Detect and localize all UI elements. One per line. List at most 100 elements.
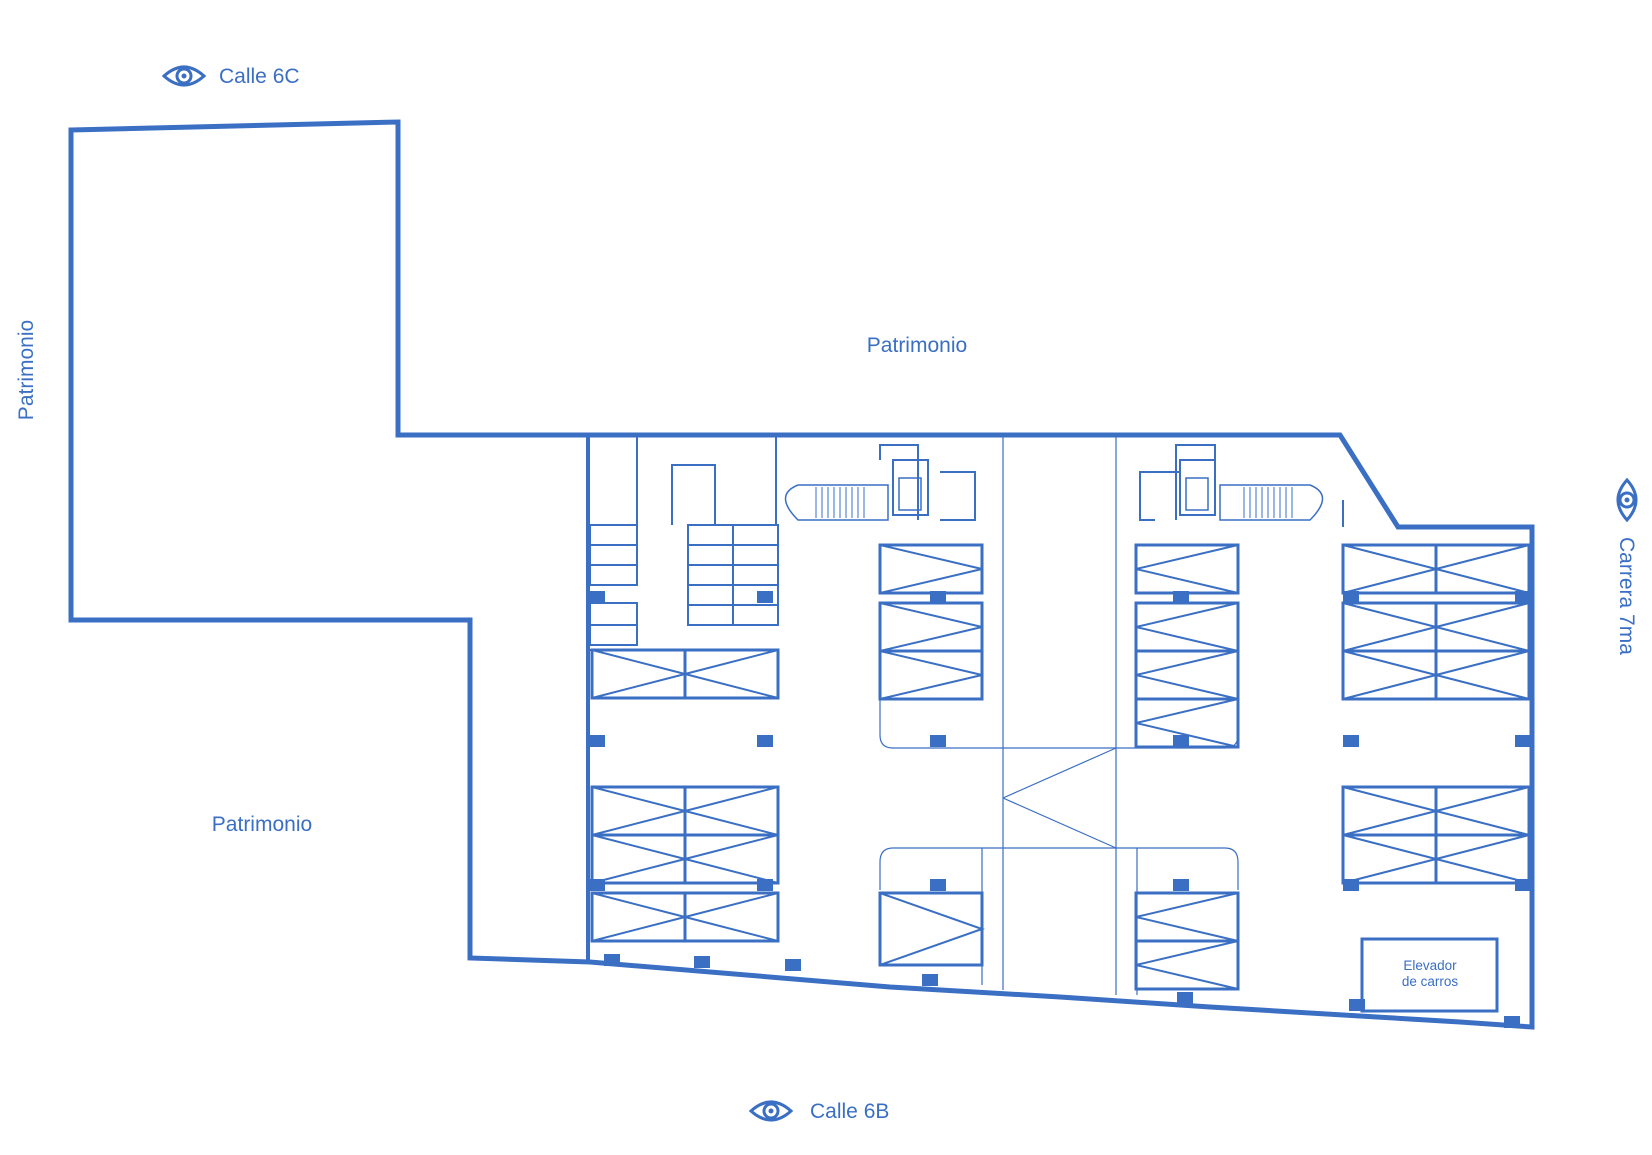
car-elevator-label-line2: de carros — [1402, 974, 1459, 989]
structural-column — [922, 974, 938, 986]
structural-column — [1515, 591, 1531, 603]
structural-column — [930, 735, 946, 747]
car-elevator[interactable]: Elevador de carros — [1360, 937, 1499, 1013]
structural-column — [1343, 735, 1359, 747]
parking-spot-marking — [1435, 544, 1530, 594]
eye-icon[interactable] — [748, 1100, 794, 1122]
street-label-north: Calle 6C — [219, 65, 300, 88]
parking-spot-marking — [879, 602, 983, 652]
structural-column — [757, 591, 773, 603]
core-wall — [1175, 444, 1216, 520]
core-wall — [940, 471, 976, 521]
stairs — [784, 484, 889, 521]
parking-spot-marking — [1435, 834, 1530, 884]
structural-column — [589, 591, 605, 603]
parking-spot-marking — [879, 892, 986, 966]
parking-spot — [683, 785, 780, 837]
parking-spot — [683, 833, 780, 885]
structural-column — [1343, 591, 1359, 603]
parking-spot-marking — [684, 892, 779, 942]
parking-spot — [1341, 601, 1438, 653]
parking-spot — [1134, 649, 1240, 701]
parking-spot-marking — [684, 834, 779, 884]
parking-spot-marking — [1342, 786, 1437, 836]
parking-spot — [683, 648, 780, 700]
parking-spot — [590, 891, 687, 943]
parking-spot-marking — [1135, 602, 1239, 652]
core-wall — [879, 444, 919, 520]
structural-column — [1173, 735, 1189, 747]
lot-outline — [68, 119, 1535, 1030]
parking-spot-marking — [1135, 698, 1239, 748]
parking-spot-marking — [591, 649, 686, 699]
core-wall — [1139, 471, 1180, 521]
eye-icon[interactable] — [161, 65, 207, 87]
neighbor-label-west-edge: Patrimonio — [15, 320, 38, 420]
structural-column — [757, 879, 773, 891]
curb — [1116, 847, 1239, 890]
parking-spot — [1434, 785, 1531, 837]
parking-spot — [1341, 543, 1438, 595]
elevator-shaft — [1179, 459, 1216, 516]
elevator-shaft — [892, 459, 929, 516]
storage-room — [671, 464, 716, 525]
parking-spot-marking — [879, 650, 983, 700]
parking-spot — [1434, 649, 1531, 701]
parking-spot — [878, 601, 984, 653]
structural-column — [930, 879, 946, 891]
parking-spot-marking — [591, 786, 686, 836]
street-east: Carrera 7ma — [1615, 477, 1638, 655]
parking-spot-marking — [684, 649, 779, 699]
parking-spot — [1134, 939, 1240, 991]
structural-column — [1177, 992, 1193, 1004]
parking-spot — [878, 649, 984, 701]
parking-spot-marking — [684, 786, 779, 836]
parking-spot-marking — [1342, 544, 1437, 594]
elevator-car — [898, 477, 922, 511]
neighbor-label-north: Patrimonio — [867, 334, 967, 357]
structural-column — [1515, 735, 1531, 747]
parking-spot-marking — [1135, 544, 1239, 594]
structural-column — [1173, 591, 1189, 603]
stairs — [1219, 484, 1324, 521]
parking-spot — [590, 833, 687, 885]
eye-icon[interactable] — [1616, 477, 1638, 523]
parking-spot-marking — [1342, 650, 1437, 700]
storage-room — [589, 524, 638, 586]
structural-column — [930, 591, 946, 603]
street-north: Calle 6C — [161, 65, 300, 88]
parking-spot — [1134, 601, 1240, 653]
structural-column — [589, 879, 605, 891]
parking-spot — [878, 543, 984, 595]
structural-column — [1515, 879, 1531, 891]
structural-column — [785, 959, 801, 971]
structural-column — [757, 735, 773, 747]
ramp-marking — [1002, 797, 1117, 849]
curb — [879, 847, 1003, 890]
parking-spot-marking — [1435, 650, 1530, 700]
structural-column — [1343, 879, 1359, 891]
parking-spot-marking — [591, 834, 686, 884]
parking-spot-marking — [1342, 834, 1437, 884]
parking-spot-marking — [591, 892, 686, 942]
ramp-marking — [1002, 747, 1117, 799]
parking-spot-marking — [1435, 786, 1530, 836]
car-elevator-label-line1: Elevador — [1403, 958, 1457, 973]
parking-spot — [683, 891, 780, 943]
parking-spot — [1341, 833, 1438, 885]
structural-column — [694, 956, 710, 968]
parking-spot-marking — [1342, 602, 1437, 652]
structural-column — [604, 954, 620, 966]
parking-spot — [1434, 601, 1531, 653]
parking-spot-marking — [1135, 940, 1239, 990]
parking-spot — [1134, 543, 1240, 595]
structural-column — [1504, 1016, 1520, 1028]
parking-spot — [1434, 543, 1531, 595]
parking-interior — [589, 435, 1531, 1028]
parking-spot — [590, 785, 687, 837]
street-label-south: Calle 6B — [810, 1100, 889, 1123]
structural-column — [589, 735, 605, 747]
parking-spot — [1434, 833, 1531, 885]
street-label-east: Carrera 7ma — [1615, 537, 1638, 655]
